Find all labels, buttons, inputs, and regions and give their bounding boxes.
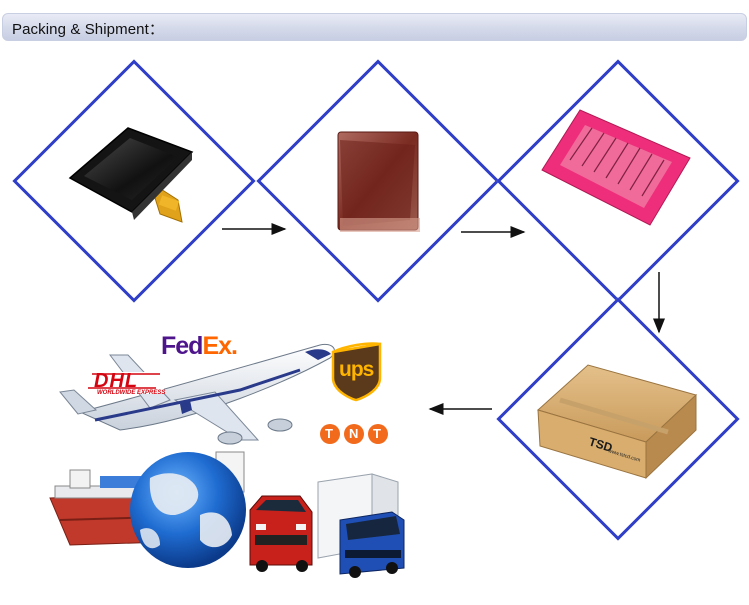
antistatic-bag-image	[337, 131, 420, 232]
section-title: Packing & Shipment：	[12, 21, 164, 38]
ups-logo	[331, 342, 382, 402]
delivery-van-image	[249, 495, 313, 572]
fedex-dot: .	[231, 332, 238, 360]
fedex-logo-text: FedEx.	[161, 332, 238, 361]
dhl-name: DHL	[94, 370, 139, 392]
box-brand-label: TSD	[587, 434, 614, 455]
carton-box-image	[537, 364, 697, 480]
tnt-letter-2: N	[349, 426, 359, 441]
tnt-letter-3: T	[373, 426, 381, 441]
dhl-logo	[82, 372, 164, 394]
foam-tray-image	[541, 109, 691, 226]
lcd-panel-image	[68, 127, 194, 223]
section-header: Packing & Shipment：	[2, 13, 747, 41]
fedex-part2: Ex	[202, 332, 232, 360]
truck-image	[317, 473, 405, 578]
globe-image	[130, 452, 246, 568]
fedex-part1: Fed	[161, 332, 203, 360]
ups-name: ups	[339, 358, 374, 381]
tnt-logo	[320, 424, 388, 444]
dhl-tagline: WORLDWIDE EXPRESS	[97, 390, 166, 396]
tnt-letter-1: T	[325, 426, 333, 441]
